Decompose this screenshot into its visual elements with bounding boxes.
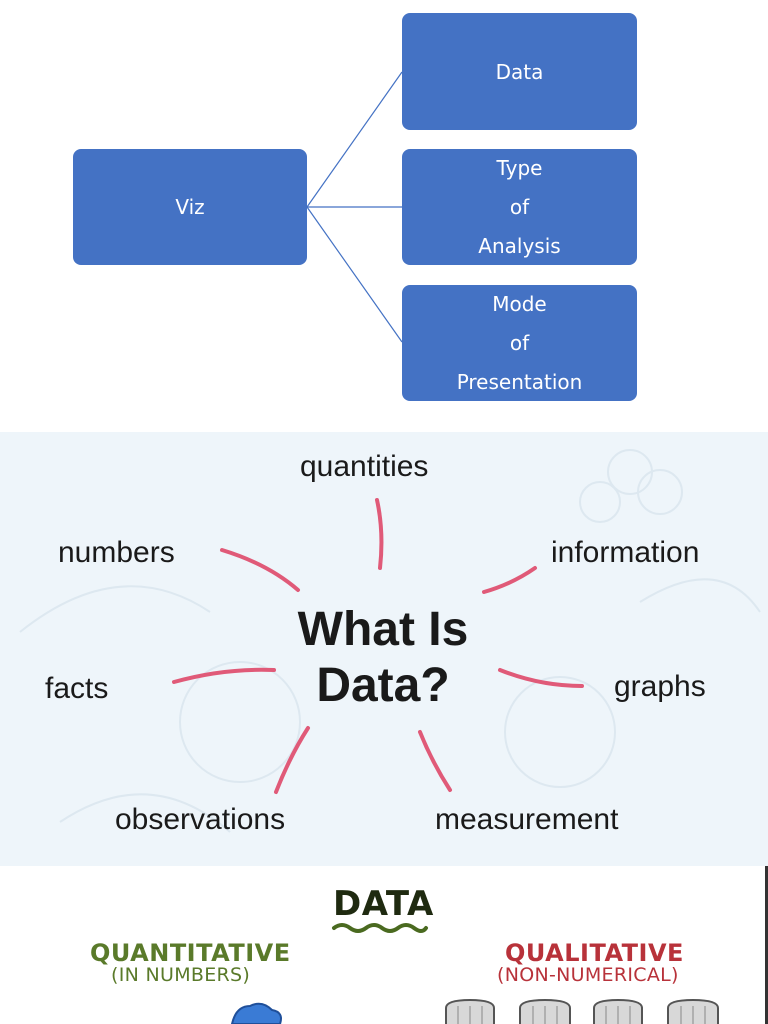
cylinder-icons bbox=[445, 998, 719, 1024]
root-node-label: Viz bbox=[175, 195, 205, 219]
child-node-label: of bbox=[509, 195, 530, 219]
ray-information bbox=[482, 566, 537, 594]
child-node-label: Mode bbox=[492, 292, 547, 316]
qualitative-title: QUALITATIVE bbox=[505, 939, 684, 967]
word-quantities: quantities bbox=[300, 450, 429, 483]
word-facts: facts bbox=[45, 672, 109, 705]
quantitative-subtitle: (IN NUMBERS) bbox=[111, 964, 251, 986]
child-node-label: Presentation bbox=[456, 370, 583, 394]
blue-blob-icon bbox=[230, 1002, 282, 1024]
ray-facts bbox=[172, 667, 276, 684]
quantitative-title: QUANTITATIVE bbox=[90, 939, 291, 967]
sketch-drawings bbox=[230, 923, 719, 1024]
child-node-label: Type bbox=[496, 156, 543, 180]
center-title-line: What Is bbox=[297, 603, 469, 656]
root-node-viz: Viz bbox=[73, 149, 307, 265]
child-node-label: of bbox=[509, 331, 530, 355]
heading-underline-squiggle bbox=[332, 923, 428, 933]
word-measurement: measurement bbox=[435, 803, 619, 836]
org-chart-panel: Viz Data Type of Analysis Mode of Presen… bbox=[0, 0, 768, 432]
child-node-mode-of-presentation: Mode of Presentation bbox=[402, 285, 637, 401]
center-title: What Is Data? bbox=[228, 602, 538, 714]
ray-graphs bbox=[498, 668, 584, 688]
doodle-fruit bbox=[179, 661, 301, 783]
word-graphs: graphs bbox=[614, 670, 706, 703]
child-node-type-of-analysis: Type of Analysis bbox=[402, 149, 637, 265]
word-observations: observations bbox=[115, 803, 286, 836]
word-numbers: numbers bbox=[58, 536, 175, 569]
ray-numbers bbox=[220, 548, 300, 592]
child-node-label: Data bbox=[495, 59, 544, 84]
data-types-panel: DATA QUANTITATIVE (IN NUMBERS) QUALITATI… bbox=[0, 866, 768, 1024]
doodle-grape bbox=[637, 469, 683, 515]
ray-quantities bbox=[375, 498, 384, 570]
doodle-leaf bbox=[639, 578, 761, 613]
connector-data bbox=[306, 71, 403, 208]
center-title-line: Data? bbox=[316, 659, 450, 712]
connector-presentation bbox=[306, 206, 403, 343]
word-information: information bbox=[551, 536, 700, 569]
what-is-data-panel: quantities numbers information facts gra… bbox=[0, 432, 768, 866]
doodle-grape bbox=[579, 481, 621, 523]
child-node-data: Data bbox=[402, 13, 637, 130]
child-node-label: Analysis bbox=[478, 234, 561, 258]
ray-observations bbox=[274, 726, 310, 794]
data-heading: DATA bbox=[333, 884, 434, 924]
ray-measurement bbox=[418, 730, 452, 792]
connector-lines bbox=[306, 71, 403, 343]
qualitative-subtitle: (NON-NUMERICAL) bbox=[497, 964, 679, 986]
doodle-leaf bbox=[19, 585, 211, 633]
edge-border bbox=[765, 866, 768, 1024]
background-doodles bbox=[19, 449, 761, 833]
doodle-fruit bbox=[504, 676, 616, 788]
doodle-leaf bbox=[59, 793, 231, 833]
